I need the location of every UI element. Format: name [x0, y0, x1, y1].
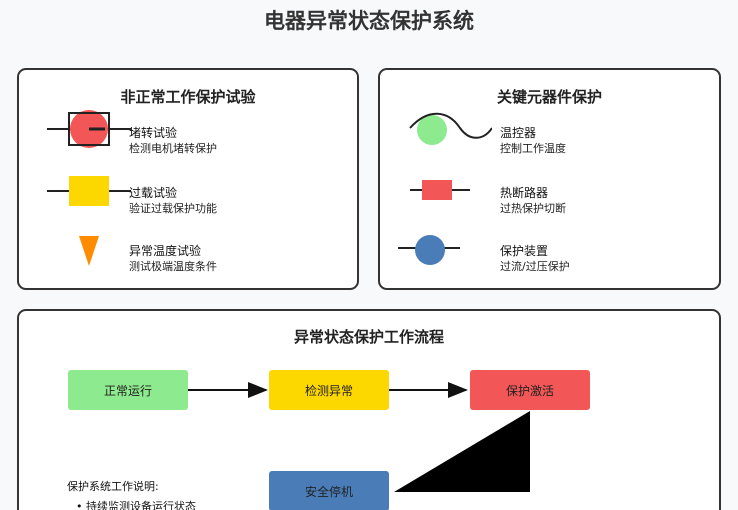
notes-item: • 持续监测设备运行状态: [76, 498, 196, 510]
item-desc: 过热保护切断: [500, 202, 566, 215]
item-title: 保护装置: [500, 244, 549, 258]
notes-text: 持续监测设备运行状态: [86, 500, 196, 510]
item-desc: 验证过载保护功能: [129, 202, 217, 215]
item-desc: 过流/过压保护: [500, 260, 570, 273]
panel-title: 非正常工作保护试验: [120, 88, 256, 106]
notes-title: 保护系统工作说明:: [67, 480, 159, 493]
panel-title: 异常状态保护工作流程: [293, 328, 444, 346]
overload-icon: [47, 176, 131, 206]
item-title: 温控器: [500, 126, 537, 140]
abnormal-test-panel: 非正常工作保护试验 堵转试验 检测电机堵转保护 过载试验 验证过载保护功能 异常…: [17, 68, 359, 290]
item-desc: 控制工作温度: [500, 142, 566, 155]
flow-step-detect: 检测异常: [269, 370, 389, 410]
locked-rotor-icon: [47, 110, 131, 148]
arrow-3: [394, 411, 530, 492]
item-title: 堵转试验: [129, 126, 178, 140]
protector-icon: [398, 235, 460, 265]
page-title: 电器异常状态保护系统: [264, 9, 474, 33]
flow-step-shutdown: 安全停机: [269, 471, 389, 510]
thermal-breaker-icon: [410, 180, 470, 200]
temperature-triangle-icon: [79, 236, 99, 266]
thermostat-icon: [409, 112, 492, 145]
item-title: 异常温度试验: [129, 244, 202, 258]
panel-title: 关键元器件保护: [496, 88, 602, 106]
item-desc: 检测电机堵转保护: [129, 142, 217, 155]
flow-step-protect: 保护激活: [470, 370, 590, 410]
item-title: 过载试验: [129, 186, 178, 200]
item-title: 热断路器: [500, 186, 549, 200]
key-component-panel: 关键元器件保护 温控器 控制工作温度 热断路器 过热保护切断 保护装置 过流/过…: [378, 68, 721, 290]
flow-step-normal: 正常运行: [68, 370, 188, 410]
item-desc: 测试极端温度条件: [129, 260, 217, 273]
